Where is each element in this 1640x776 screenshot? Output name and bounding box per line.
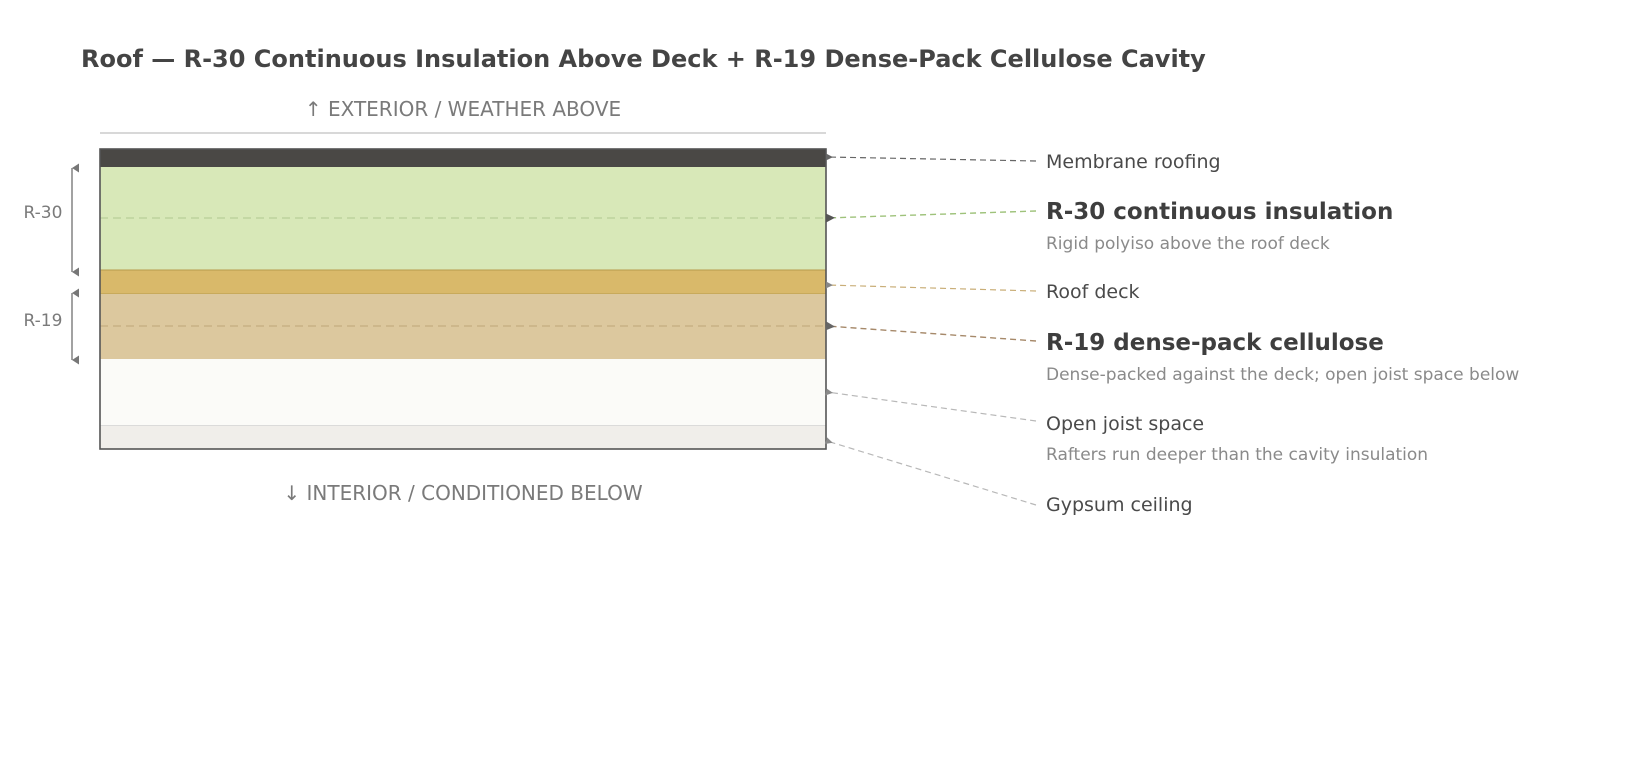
roof-deck-layer — [100, 270, 826, 294]
diagram-title: Roof — R-30 Continuous Insulation Above … — [81, 45, 1206, 73]
roof-deck-leader — [825, 281, 1037, 292]
assembly-outline — [99, 148, 827, 450]
rigid-insulation-label: R-30 continuous insulation — [1046, 199, 1393, 225]
roof-deck-label: Roof deck — [1046, 281, 1140, 303]
r30-marker-label: R-30 — [24, 203, 63, 223]
joist-space-layer — [100, 359, 826, 426]
cellulose-note: Dense-packed against the deck; open jois… — [1046, 365, 1519, 385]
rigid-insulation-note: Rigid polyiso above the roof deck — [1046, 234, 1330, 254]
cellulose-label: R-19 dense-pack cellulose — [1046, 330, 1384, 356]
gypsum-leader — [825, 437, 1037, 506]
joist-space-leader — [825, 388, 1037, 422]
membrane-layer — [100, 149, 826, 167]
exterior-label: ↑ EXTERIOR / WEATHER ABOVE — [305, 97, 621, 121]
joist-space-note: Rafters run deeper than the cavity insul… — [1046, 445, 1428, 465]
membrane-label: Membrane roofing — [1046, 151, 1221, 173]
membrane-leader — [825, 153, 1037, 162]
rigid-insulation-leader — [825, 210, 1037, 223]
cellulose-leader — [825, 321, 1037, 342]
gypsum-layer — [100, 426, 826, 449]
r19-marker-label: R-19 — [24, 311, 63, 331]
interior-label: ↓ INTERIOR / CONDITIONED BELOW — [283, 481, 642, 505]
gypsum-label: Gypsum ceiling — [1046, 494, 1193, 516]
joist-space-label: Open joist space — [1046, 413, 1204, 435]
